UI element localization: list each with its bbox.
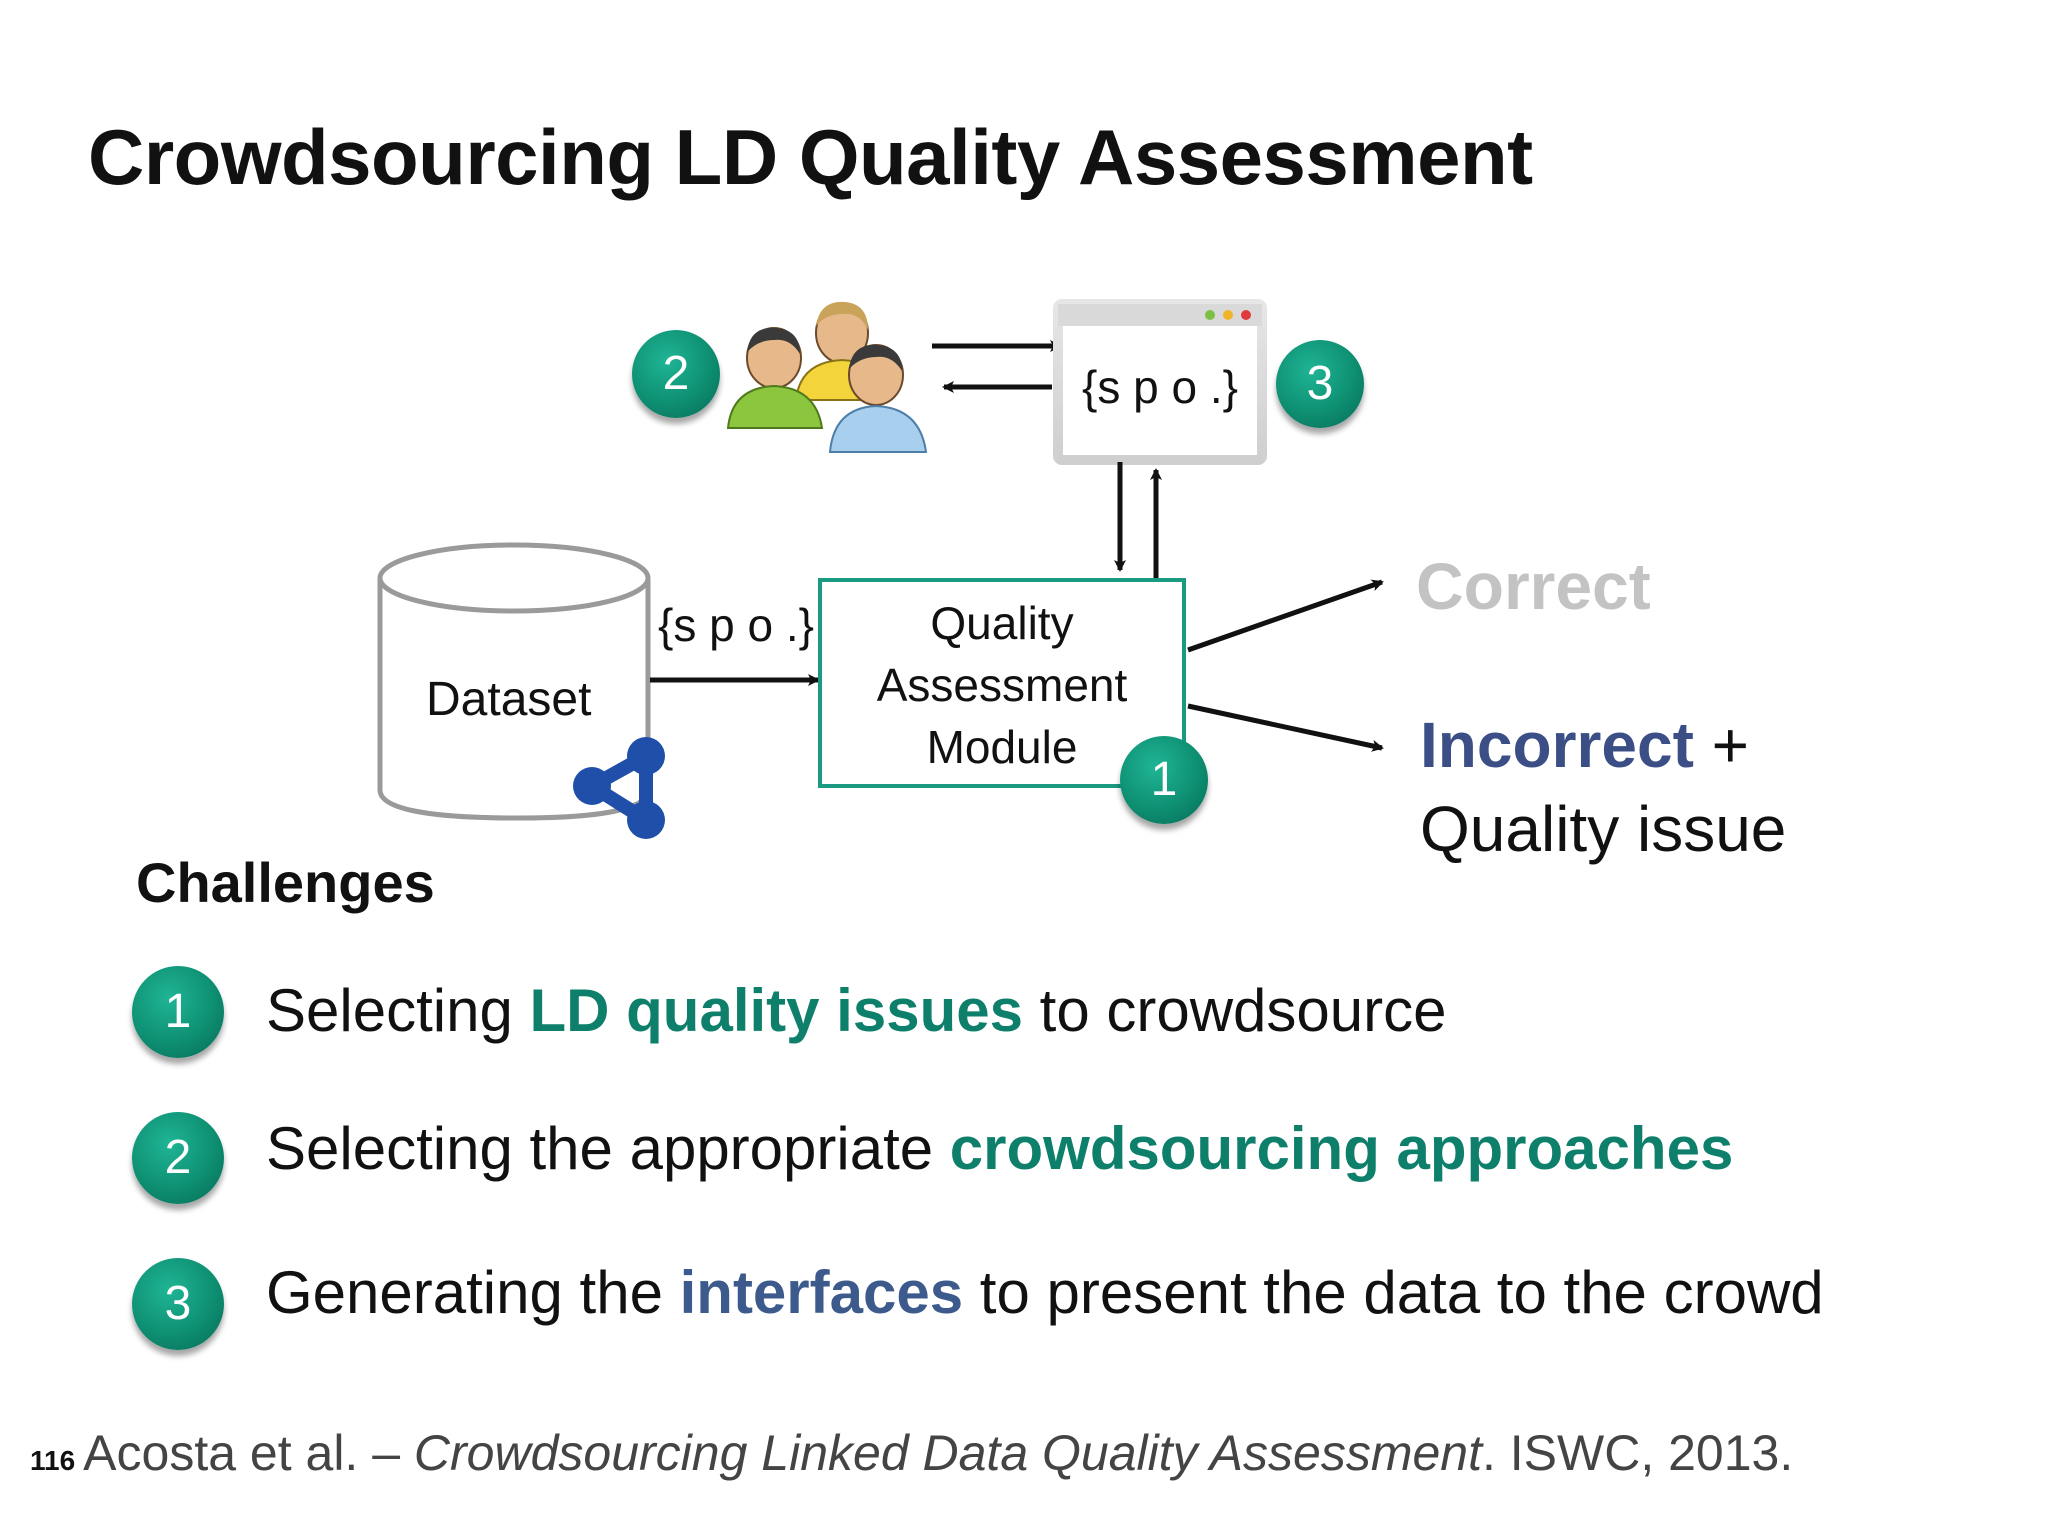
crowd-people-icon [726,301,928,453]
quality-module-box [818,578,1186,788]
citation-venue: . ISWC, 2013. [1482,1425,1794,1481]
module-line-2: Assessment [876,659,1128,711]
challenge-text: Generating the interfaces to present the… [266,1258,1824,1327]
quality-module-label: Quality Assessment Module [820,592,1184,778]
challenge-highlight: LD quality issues [529,977,1023,1044]
slide-title: Crowdsourcing LD Quality Assessment [88,113,1533,201]
challenge-text: Selecting LD quality issues to crowdsour… [266,976,1447,1045]
challenges-heading: Challenges [136,851,435,914]
correct-label: Correct [1416,549,1651,623]
arrow-to-correct [1187,579,1384,653]
challenge-badge: 2 [132,1112,224,1204]
challenge-text: Selecting the appropriate crowdsourcing … [266,1114,1733,1183]
challenge-post: to crowdsource [1022,977,1447,1044]
module-line-3: Module [926,721,1078,773]
challenge-pre: Selecting the appropriate [266,1115,950,1182]
dataset-triple-label: {s p o .} [658,599,815,651]
challenge-item: 3 Generating the interfaces to present t… [132,1258,1824,1350]
module-line-1: Quality [930,597,1074,649]
arrow-to-incorrect [1187,703,1384,752]
dataset-label: Dataset [426,673,592,726]
citation-title: Crowdsourcing Linked Data Quality Assess… [413,1425,1482,1481]
linked-data-icon [573,737,665,839]
quality-issue-label: Quality issue [1420,793,1787,865]
challenge-pre: Generating the [266,1259,680,1326]
challenge-highlight: interfaces [679,1259,964,1326]
interface-window-icon [1053,299,1267,465]
slide-number: 116 [30,1445,76,1476]
challenge-highlight: crowdsourcing approaches [949,1115,1734,1182]
module-badge: 1 [1120,736,1208,824]
interface-triple-label: {s p o .} [1082,361,1239,413]
challenge-badge: 1 [132,966,224,1058]
challenge-badge: 3 [132,1258,224,1350]
challenge-item: 2 Selecting the appropriate crowdsourcin… [132,1112,1733,1204]
challenge-pre: Selecting [266,977,530,1044]
dataset-cylinder [377,542,651,821]
challenge-item: 1 Selecting LD quality issues to crowdso… [132,966,1447,1058]
citation-authors: Acosta et al. – [83,1425,414,1481]
interface-badge: 3 [1276,340,1364,428]
incorrect-label: Incorrect [1420,709,1694,781]
challenge-post: to present the data to the crowd [963,1259,1824,1326]
incorrect-line: Incorrect + [1420,708,1749,782]
crowd-badge: 2 [632,330,720,418]
incorrect-plus: + [1693,709,1750,781]
